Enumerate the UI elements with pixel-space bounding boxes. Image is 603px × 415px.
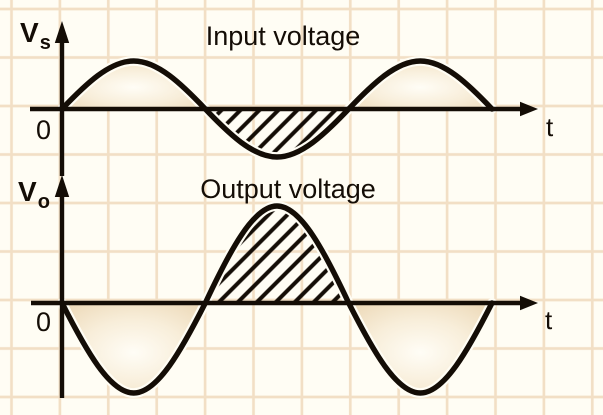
output-voltage-axis-arrow-icon xyxy=(54,175,70,197)
output-origin-label: 0 xyxy=(36,307,51,337)
output-voltage-graph: Output voltage Vo 0 t xyxy=(18,174,553,398)
input-time-axis-arrow-icon xyxy=(520,101,538,117)
input-positive-halfcycle-fill-2 xyxy=(348,61,492,109)
input-curve xyxy=(59,58,495,160)
output-negative-halfcycle-fill-2 xyxy=(348,303,492,393)
input-voltage-axis-arrow-icon xyxy=(54,21,70,43)
input-voltage-graph: Input voltage Vs 0 t xyxy=(20,17,554,176)
input-y-axis-label: Vs xyxy=(20,17,51,54)
input-x-axis-label: t xyxy=(546,112,554,142)
input-origin-label: 0 xyxy=(36,115,51,145)
output-graph-title: Output voltage xyxy=(200,174,376,204)
output-x-axis-label: t xyxy=(545,305,553,335)
output-negative-halfcycle-fill-1 xyxy=(62,303,206,393)
output-y-axis-label: Vo xyxy=(18,176,50,213)
input-positive-halfcycle-fill-1 xyxy=(62,61,206,109)
output-time-axis-arrow-icon xyxy=(520,295,538,311)
output-curve xyxy=(59,203,495,396)
input-graph-title: Input voltage xyxy=(206,21,361,51)
